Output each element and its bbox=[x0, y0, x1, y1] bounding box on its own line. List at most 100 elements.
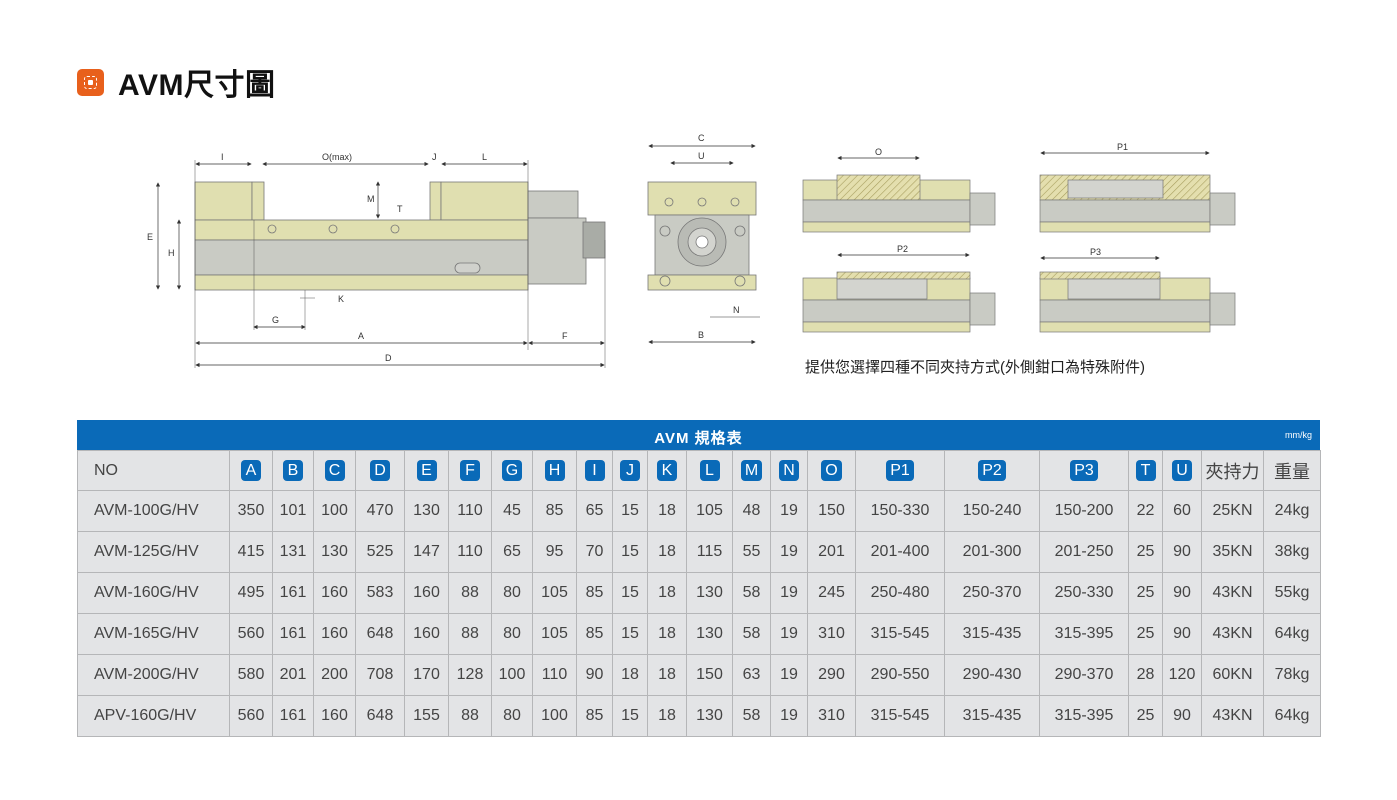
value-cell: 60KN bbox=[1201, 654, 1264, 696]
value-cell: 110 bbox=[448, 490, 492, 532]
value-cell: 560 bbox=[229, 613, 273, 655]
value-cell: 24kg bbox=[1263, 490, 1321, 532]
column-badge: L bbox=[699, 460, 720, 481]
value-cell: 19 bbox=[770, 695, 808, 737]
value-cell: 201-300 bbox=[944, 531, 1040, 573]
header-cell: K bbox=[647, 450, 687, 491]
svg-text:N: N bbox=[733, 305, 740, 315]
value-cell: 18 bbox=[647, 572, 687, 614]
svg-text:M: M bbox=[367, 194, 375, 204]
value-cell: 15 bbox=[612, 531, 648, 573]
column-badge: D bbox=[370, 460, 390, 481]
mode-p1 bbox=[1039, 150, 1236, 233]
header-cell: G bbox=[491, 450, 533, 491]
value-cell: 18 bbox=[647, 654, 687, 696]
value-cell: 250-370 bbox=[944, 572, 1040, 614]
value-cell: 28 bbox=[1128, 654, 1163, 696]
column-badge: G bbox=[501, 460, 523, 481]
value-cell: 18 bbox=[647, 490, 687, 532]
value-cell: 130 bbox=[686, 572, 733, 614]
model-cell: AVM-200G/HV bbox=[77, 654, 230, 696]
value-cell: 25 bbox=[1128, 531, 1163, 573]
svg-text:I: I bbox=[221, 152, 224, 162]
spec-table-title-bar: AVM 規格表 mm/kg bbox=[77, 420, 1320, 450]
header-cell: M bbox=[732, 450, 771, 491]
value-cell: 147 bbox=[404, 531, 449, 573]
value-cell: 19 bbox=[770, 531, 808, 573]
value-cell: 315-435 bbox=[944, 613, 1040, 655]
value-cell: 160 bbox=[313, 695, 356, 737]
value-cell: 250-480 bbox=[855, 572, 945, 614]
value-cell: 315-545 bbox=[855, 613, 945, 655]
mode-labels: O P1 P2 P3 bbox=[875, 142, 1128, 257]
header-cell: F bbox=[448, 450, 492, 491]
value-cell: 201-250 bbox=[1039, 531, 1129, 573]
header-cell: H bbox=[532, 450, 577, 491]
value-cell: 43KN bbox=[1201, 695, 1264, 737]
page-title: AVM尺寸圖 bbox=[118, 69, 276, 102]
spec-table-title: AVM 規格表 bbox=[654, 430, 743, 447]
value-cell: 90 bbox=[1162, 613, 1202, 655]
value-cell: 88 bbox=[448, 695, 492, 737]
value-cell: 130 bbox=[313, 531, 356, 573]
value-cell: 25 bbox=[1128, 695, 1163, 737]
value-cell: 85 bbox=[532, 490, 577, 532]
front-view-labels: C U N B bbox=[698, 133, 740, 340]
value-cell: 85 bbox=[576, 613, 613, 655]
mode-o bbox=[802, 155, 996, 233]
svg-text:T: T bbox=[397, 204, 403, 214]
svg-text:C: C bbox=[698, 133, 705, 143]
column-badge: K bbox=[657, 460, 677, 481]
value-cell: 90 bbox=[1162, 531, 1202, 573]
value-cell: 45 bbox=[491, 490, 533, 532]
value-cell: 160 bbox=[404, 613, 449, 655]
value-cell: 85 bbox=[576, 695, 613, 737]
column-badge: A bbox=[241, 460, 261, 481]
value-cell: 130 bbox=[686, 613, 733, 655]
value-cell: 290-370 bbox=[1039, 654, 1129, 696]
dimension-drawings: I O(max) J L E H M T K G A F D bbox=[147, 133, 1236, 368]
header-cell: 重量 bbox=[1263, 450, 1321, 491]
side-view bbox=[155, 160, 606, 368]
header-cell: P2 bbox=[944, 450, 1040, 491]
value-cell: 90 bbox=[1162, 572, 1202, 614]
svg-text:J: J bbox=[432, 152, 437, 162]
column-badge: B bbox=[283, 460, 303, 481]
value-cell: 315-545 bbox=[855, 695, 945, 737]
value-cell: 19 bbox=[770, 572, 808, 614]
value-cell: 18 bbox=[647, 613, 687, 655]
column-badge: J bbox=[620, 460, 640, 481]
value-cell: 15 bbox=[612, 695, 648, 737]
header-cell: C bbox=[313, 450, 356, 491]
value-cell: 43KN bbox=[1201, 572, 1264, 614]
value-cell: 580 bbox=[229, 654, 273, 696]
value-cell: 648 bbox=[355, 613, 405, 655]
value-cell: 35KN bbox=[1201, 531, 1264, 573]
model-cell: AVM-100G/HV bbox=[77, 490, 230, 532]
svg-text:O(max): O(max) bbox=[322, 152, 352, 162]
value-cell: 19 bbox=[770, 613, 808, 655]
value-cell: 110 bbox=[448, 531, 492, 573]
value-cell: 90 bbox=[576, 654, 613, 696]
value-cell: 161 bbox=[272, 695, 314, 737]
header-cell: T bbox=[1128, 450, 1163, 491]
value-cell: 95 bbox=[532, 531, 577, 573]
svg-text:L: L bbox=[482, 152, 487, 162]
value-cell: 22 bbox=[1128, 490, 1163, 532]
value-cell: 78kg bbox=[1263, 654, 1321, 696]
value-cell: 90 bbox=[1162, 695, 1202, 737]
value-cell: 130 bbox=[404, 490, 449, 532]
value-cell: 18 bbox=[612, 654, 648, 696]
value-cell: 350 bbox=[229, 490, 273, 532]
value-cell: 15 bbox=[612, 613, 648, 655]
value-cell: 100 bbox=[491, 654, 533, 696]
value-cell: 19 bbox=[770, 654, 808, 696]
value-cell: 15 bbox=[612, 572, 648, 614]
